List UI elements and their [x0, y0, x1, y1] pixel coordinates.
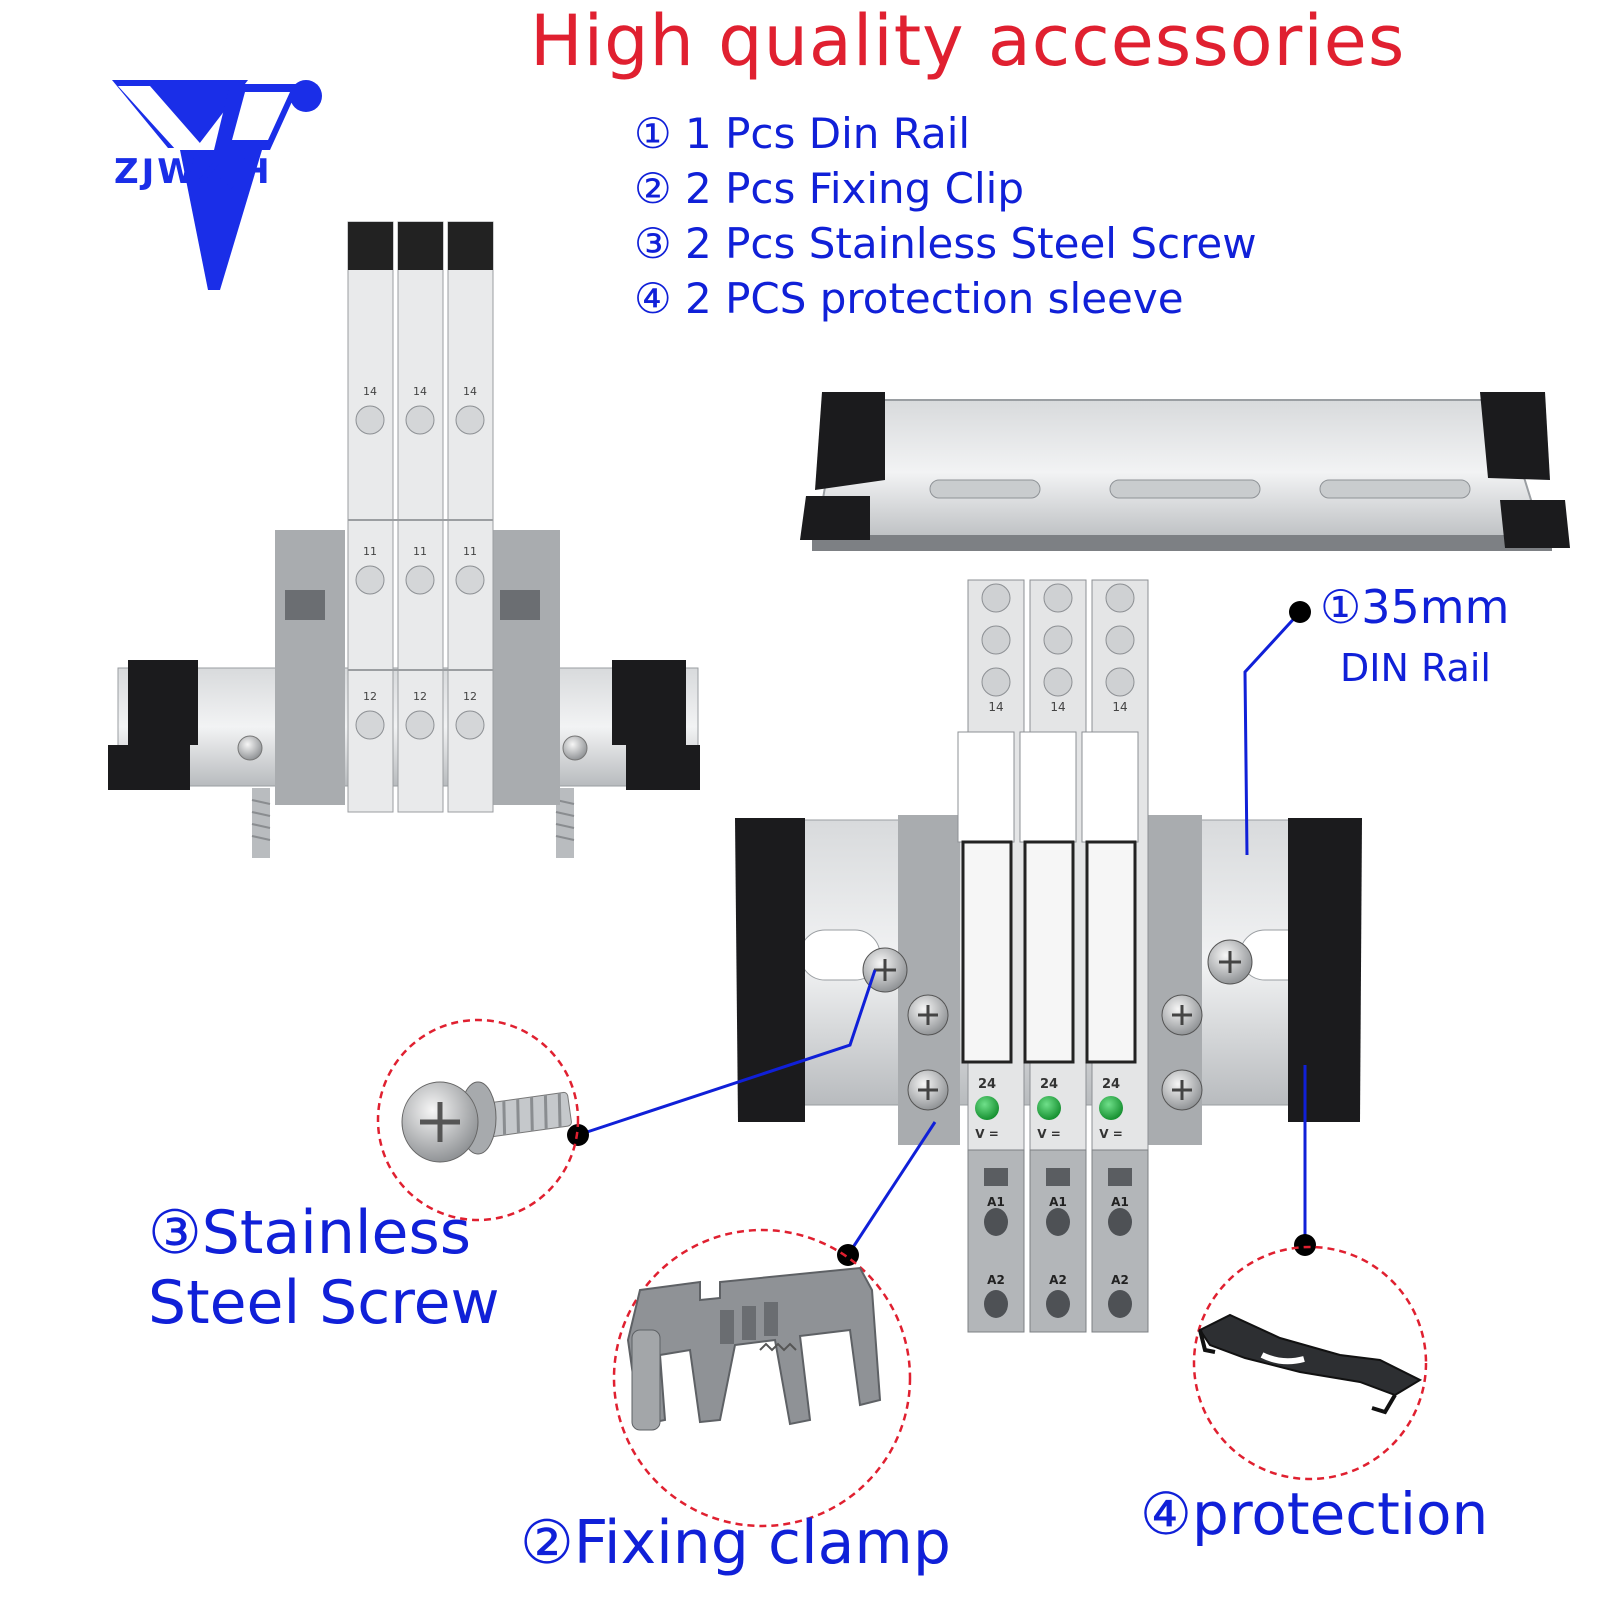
assembled-top-view	[735, 579, 1362, 1333]
terminal-label: A1	[1111, 1195, 1129, 1209]
list-item: ② 2 Pcs Fixing Clip	[634, 164, 1024, 213]
protection-detail-circle	[1192, 1245, 1428, 1481]
terminal-label: A1	[1049, 1195, 1067, 1209]
relay-modules	[957, 579, 1149, 1333]
terminal-label: A2	[1111, 1273, 1129, 1287]
brand-logo	[112, 80, 322, 290]
voltage-label: 24	[978, 1077, 996, 1092]
clamp-callout: ②Fixing clamp	[520, 1508, 951, 1578]
module-label: 14	[463, 385, 477, 398]
module-label: 14	[413, 385, 427, 398]
voltage-symbol: V =	[1037, 1127, 1061, 1141]
module-label: 12	[413, 690, 427, 703]
stainless-screw-icon	[401, 1081, 572, 1163]
module-label: 12	[463, 690, 477, 703]
voltage-label: 24	[1102, 1077, 1120, 1092]
protection-callout: ④protection	[1140, 1480, 1489, 1548]
din-rail-callout-size: ①35mm	[1320, 580, 1510, 634]
din-rail-image	[800, 392, 1570, 551]
list-item: ③ 2 Pcs Stainless Steel Screw	[634, 219, 1257, 268]
assembled-front-view	[108, 221, 700, 858]
voltage-symbol: V =	[1099, 1127, 1123, 1141]
module-label: 14	[988, 700, 1003, 714]
module-label: 11	[363, 545, 377, 558]
module-label: 14	[1112, 700, 1127, 714]
leader-dot	[1294, 1234, 1316, 1256]
list-item: ④ 2 PCS protection sleeve	[634, 274, 1184, 323]
terminal-screws	[862, 939, 1253, 1111]
protection-sleeve-icon	[1198, 1313, 1423, 1415]
terminal-label: A2	[1049, 1273, 1067, 1287]
module-label: 14	[1050, 700, 1065, 714]
voltage-symbol: V =	[975, 1127, 999, 1141]
leader-lines	[577, 610, 1307, 1256]
module-label: 12	[363, 690, 377, 703]
fixing-clamp-icon	[626, 1266, 882, 1431]
terminal-label: A2	[987, 1273, 1005, 1287]
module-label: 11	[413, 545, 427, 558]
leader-dot	[1289, 601, 1311, 623]
accessory-list: ① 1 Pcs Din Rail ② 2 Pcs Fixing Clip ③ 2…	[634, 106, 1257, 326]
page-title: High quality accessories	[530, 0, 1406, 82]
din-rail-callout-label: DIN Rail	[1340, 646, 1491, 690]
screw-detail-circle	[376, 1018, 580, 1222]
module-label: 14	[363, 385, 377, 398]
clamp-detail-circle	[612, 1228, 912, 1528]
screw-callout-line2: Steel Screw	[148, 1268, 500, 1338]
module-label: 11	[463, 545, 477, 558]
brand-name: ZJWZJH	[114, 152, 273, 192]
terminal-label: A1	[987, 1195, 1005, 1209]
screw-callout-line1: ③Stainless	[148, 1198, 471, 1268]
list-item: ① 1 Pcs Din Rail	[634, 109, 971, 158]
voltage-label: 24	[1040, 1077, 1058, 1092]
screw-callout: ③Stainless Steel Screw	[148, 1198, 500, 1338]
